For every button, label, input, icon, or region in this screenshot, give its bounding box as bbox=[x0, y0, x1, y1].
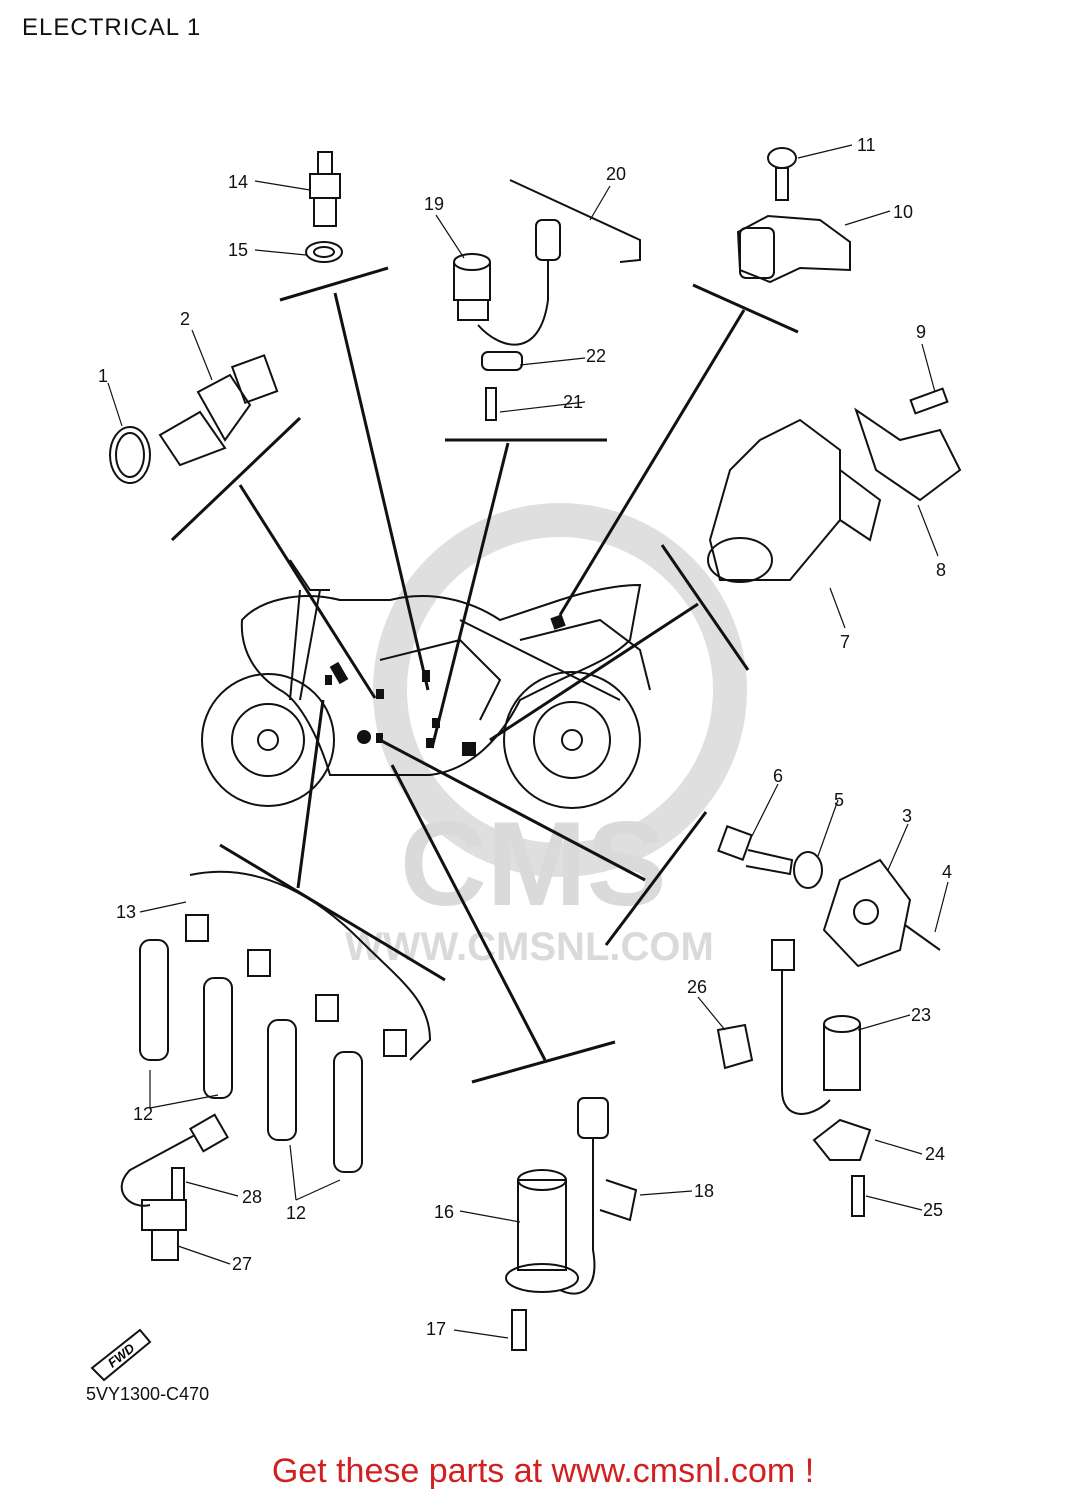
part-sensor-2 bbox=[109, 354, 279, 484]
callout-28: 28 bbox=[242, 1187, 262, 1207]
callout-leaders bbox=[107, 144, 949, 1339]
callout-5: 5 bbox=[834, 790, 844, 810]
callout-13: 13 bbox=[116, 902, 136, 922]
part-sensor-10 bbox=[736, 147, 851, 284]
callout-21: 21 bbox=[563, 392, 583, 412]
callout-14: 14 bbox=[228, 172, 248, 192]
callout-16: 16 bbox=[434, 1202, 454, 1222]
footer-link-text[interactable]: Get these parts at www.cmsnl.com ! bbox=[271, 1452, 815, 1490]
part-sensor-14 bbox=[305, 151, 343, 263]
callout-12b: 12 bbox=[286, 1203, 306, 1223]
callout-24: 24 bbox=[925, 1144, 945, 1164]
callout-10: 10 bbox=[893, 202, 913, 222]
callout-2: 2 bbox=[180, 309, 190, 329]
diagram-code: 5VY1300-C470 bbox=[86, 1384, 210, 1404]
part-sensor-16 bbox=[505, 1097, 638, 1351]
callout-7: 7 bbox=[840, 632, 850, 652]
callout-20: 20 bbox=[606, 164, 626, 184]
page-title: ELECTRICAL 1 bbox=[22, 14, 202, 41]
part-sensor-27 bbox=[120, 1113, 229, 1261]
watermark-url: WWW.CMSNL.COM bbox=[345, 925, 714, 969]
callout-19: 19 bbox=[424, 194, 444, 214]
part-ignition-coils bbox=[139, 870, 432, 1173]
callout-22: 22 bbox=[586, 346, 606, 366]
watermark-brand: CMS bbox=[400, 797, 667, 931]
callout-6: 6 bbox=[773, 766, 783, 786]
callout-numbers: 1 2 3 4 5 6 7 8 9 10 11 12 12 13 14 15 1… bbox=[98, 135, 952, 1339]
location-markers bbox=[325, 614, 566, 756]
callout-11: 11 bbox=[857, 135, 876, 155]
callout-15: 15 bbox=[228, 240, 248, 260]
part-rotor-3 bbox=[717, 825, 941, 968]
callout-1: 1 bbox=[98, 366, 108, 386]
part-sensor-23 bbox=[716, 939, 872, 1217]
motorcycle-outline bbox=[201, 559, 651, 809]
callout-9: 9 bbox=[916, 322, 926, 342]
callout-3: 3 bbox=[902, 806, 912, 826]
callout-27: 27 bbox=[232, 1254, 252, 1274]
part-sensor-19 bbox=[453, 179, 641, 421]
part-actuator-7 bbox=[707, 387, 962, 583]
callout-25: 25 bbox=[923, 1200, 943, 1220]
leader-lines bbox=[170, 266, 799, 1084]
callout-17: 17 bbox=[426, 1319, 446, 1339]
callout-4: 4 bbox=[942, 862, 952, 882]
callout-23: 23 bbox=[911, 1005, 931, 1025]
fwd-arrow bbox=[90, 1328, 152, 1382]
callout-12a: 12 bbox=[133, 1104, 153, 1124]
callout-26: 26 bbox=[687, 977, 707, 997]
callout-18: 18 bbox=[694, 1181, 714, 1201]
callout-8: 8 bbox=[936, 560, 946, 580]
